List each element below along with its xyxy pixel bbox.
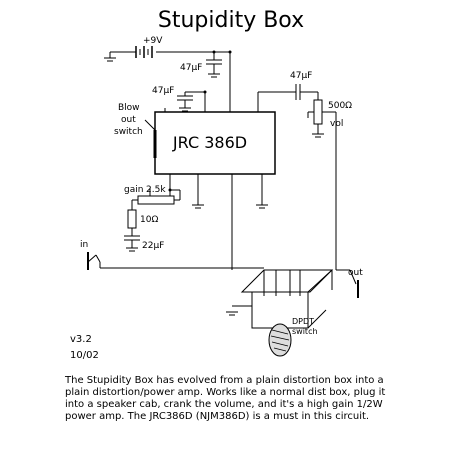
label-pot-vol: 500Ω — [328, 101, 353, 111]
label-out: out — [348, 268, 363, 278]
label-blow-out-2: out — [121, 115, 136, 125]
label-cap-left: 47µF — [152, 86, 175, 96]
label-supply: +9V — [143, 36, 163, 46]
description-text: The Stupidity Box has evolved from a pla… — [65, 375, 386, 422]
date-label: 10/02 — [70, 350, 99, 361]
label-vol: vol — [330, 119, 344, 129]
version-label: v3.2 — [70, 334, 92, 345]
battery-symbol — [135, 46, 153, 58]
diagram-title: Stupidity Box — [157, 8, 305, 33]
resistor-10 — [127, 209, 137, 229]
label-dpdt-2: switch — [292, 327, 318, 336]
label-in: in — [80, 240, 89, 250]
label-dpdt-1: DPDT — [292, 317, 315, 326]
volume-pot — [313, 99, 323, 125]
capacitor-gain — [124, 235, 140, 241]
label-gain: gain — [124, 185, 144, 195]
label-resistor: 10Ω — [140, 215, 159, 225]
label-blow-out-1: Blow — [118, 103, 140, 113]
dpdt-switch-top — [240, 269, 334, 293]
capacitor-out — [295, 84, 301, 100]
capacitor-top — [206, 59, 222, 65]
gain-pot — [137, 195, 175, 205]
label-cap-top: 47µF — [180, 63, 203, 73]
chip-label: JRC 386D — [172, 133, 248, 152]
label-gain-pot: 2.5k — [146, 185, 166, 195]
label-blow-out-3: switch — [114, 127, 143, 137]
label-cap-gain: 22µF — [142, 241, 165, 251]
capacitor-left — [177, 95, 193, 101]
label-cap-out: 47µF — [290, 71, 313, 81]
